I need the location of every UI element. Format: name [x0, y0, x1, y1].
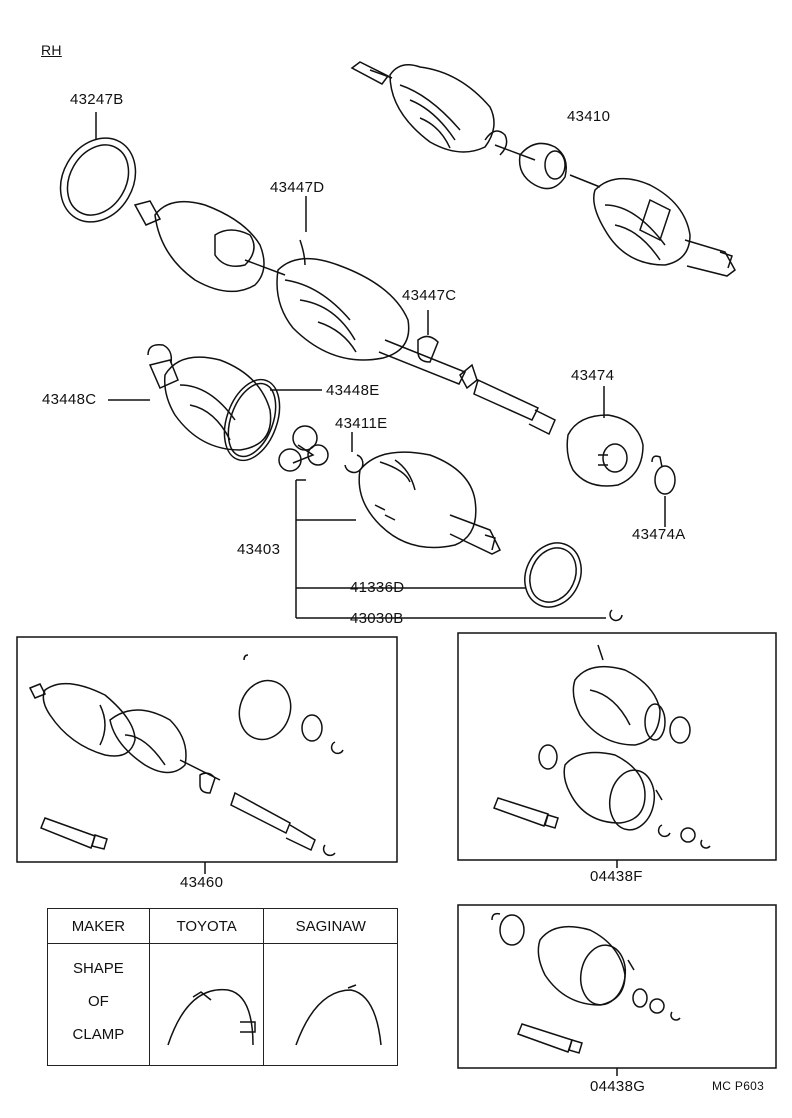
saginaw-header: SAGINAW	[263, 908, 398, 944]
kit-box-04438f	[457, 632, 777, 861]
page-code: MC P603	[712, 1079, 765, 1093]
clip-43030b	[609, 609, 623, 622]
middle-shaft	[133, 200, 556, 436]
maker-header: MAKER	[47, 908, 150, 944]
boot-43448c	[147, 343, 281, 462]
leader-43403	[295, 479, 606, 619]
damper-43474	[566, 414, 644, 487]
shape-of-clamp-label: SHAPE OF CLAMP	[47, 943, 150, 1066]
toyota-header: TOYOTA	[148, 908, 265, 944]
part-label-43410: 43410	[567, 108, 611, 125]
part-label-43474a: 43474A	[632, 526, 686, 543]
part-label-43411e: 43411E	[335, 415, 388, 432]
part-label-43448e: 43448E	[326, 382, 380, 399]
outer-joint	[358, 451, 502, 555]
kit-04438f-contents	[493, 644, 711, 849]
kit-label-04438g: 04438G	[590, 1078, 646, 1095]
part-label-41336d: 41336D	[350, 579, 405, 596]
ring-41336d	[524, 542, 582, 608]
kit-box-04438g	[457, 904, 777, 1069]
saginaw-shape-cell	[263, 943, 398, 1066]
part-label-43447c: 43447C	[402, 287, 457, 304]
kit-label-43460: 43460	[180, 874, 224, 891]
part-label-43474: 43474	[571, 367, 615, 384]
part-label-43030b: 43030B	[350, 610, 404, 627]
kit-04438g-contents	[491, 912, 681, 1054]
kit-label-04438f: 04438F	[590, 868, 643, 885]
side-label: RH	[41, 42, 62, 58]
part-label-43448c: 43448C	[42, 391, 97, 408]
tripod-spider	[278, 425, 329, 472]
drive-shaft-assembly-upper	[350, 61, 736, 277]
part-label-43403: 43403	[237, 541, 281, 558]
toyota-shape-cell	[148, 943, 265, 1066]
kit-box-43460	[16, 636, 398, 863]
kit-43460-contents	[28, 654, 344, 857]
row-label-line3: CLAMP	[72, 1026, 125, 1043]
clamp-43474a	[651, 455, 676, 495]
part-label-43447d: 43447D	[270, 179, 325, 196]
part-label-43247b: 43247B	[70, 91, 124, 108]
row-label-line2: OF	[87, 993, 109, 1010]
clamp-table: MAKER TOYOTA SAGINAW SHAPE OF CLAMP	[47, 908, 398, 1066]
ring-43247b	[59, 137, 137, 223]
row-label-line1: SHAPE	[72, 960, 124, 977]
